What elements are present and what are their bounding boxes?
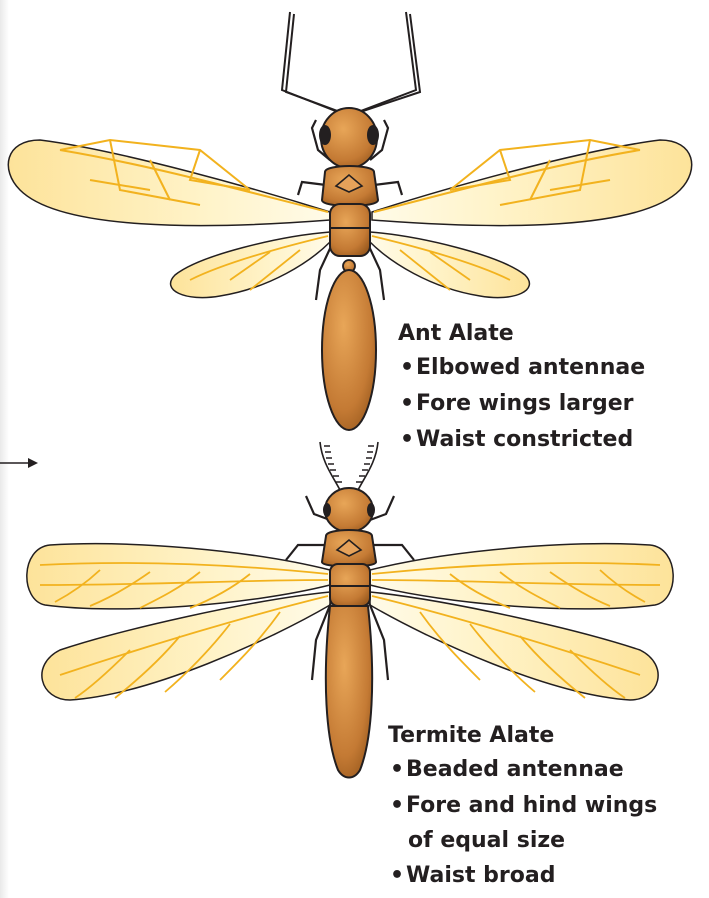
ant-mesothorax [330,204,370,256]
termite-eye-right [367,503,375,517]
ant-trait-item: •Elbowed antennae [398,350,645,386]
ant-eye-right [367,125,379,145]
termite-head [325,488,373,532]
termite-abdomen [326,606,372,778]
ant-antennae [282,12,420,112]
ant-trait-item: •Fore wings larger [398,386,645,422]
termite-alate-caption: Termite Alate •Beaded antennae •Fore and… [388,720,657,894]
ant-hind-wing-right [370,232,529,298]
termite-eye-left [323,503,331,517]
termite-antenna-beads [324,446,374,482]
ant-eye-left [319,125,331,145]
ant-fore-wing-left [8,140,330,226]
termite-antennae [320,442,378,490]
ant-alate-caption: Ant Alate •Elbowed antennae •Fore wings … [398,318,645,458]
termite-trait-item: •Beaded antennae [388,752,657,788]
ant-gaster [322,270,376,430]
termite-trait-item: •Waist broad [388,858,657,894]
termite-alate-title: Termite Alate [388,720,657,752]
ant-alate-title: Ant Alate [398,318,645,350]
ant-fore-wing-right [372,140,692,226]
pointer-arrow-icon [0,456,40,470]
termite-trait-continuation: of equal size [388,824,657,858]
ant-trait-item: •Waist constricted [398,422,645,458]
ant-hind-wing-left [171,232,330,298]
termite-trait-item: •Fore and hind wings [388,788,657,824]
